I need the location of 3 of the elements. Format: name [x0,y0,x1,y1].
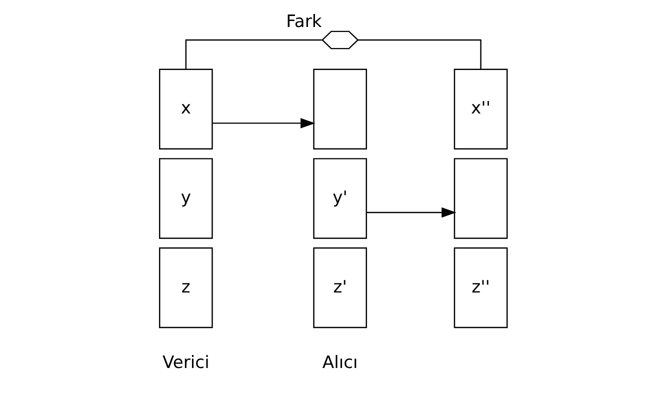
label: Alıcı [322,353,358,374]
node-label: Fark [286,12,322,32]
label: Verici [162,353,209,374]
